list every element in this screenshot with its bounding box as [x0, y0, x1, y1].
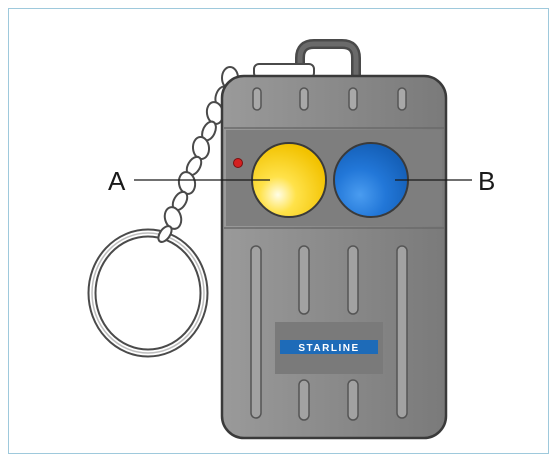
key-ring — [92, 233, 204, 353]
indicator-led — [234, 159, 243, 168]
label-a: A — [108, 166, 126, 196]
label-b: B — [478, 166, 495, 196]
brand-label: STARLINE — [275, 322, 383, 374]
brand-logo-text: STARLINE — [298, 343, 359, 354]
